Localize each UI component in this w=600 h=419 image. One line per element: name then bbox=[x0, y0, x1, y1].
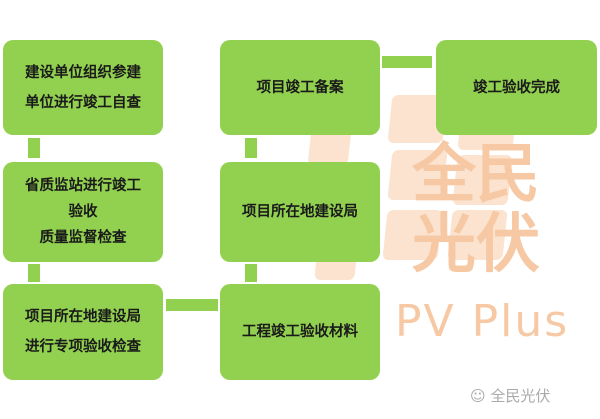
step-acceptance-complete: 竣工验收完成 bbox=[436, 40, 597, 135]
step-self-inspection: 建设单位组织参建 单位进行竣工自查 bbox=[3, 40, 163, 135]
box-line: 验收 bbox=[68, 204, 98, 220]
connector bbox=[245, 264, 257, 282]
step-special-inspection: 项目所在地建设局 进行专项验收检查 bbox=[3, 284, 163, 380]
wechat-icon: ☺ bbox=[470, 387, 491, 405]
connector bbox=[382, 56, 432, 68]
connector bbox=[28, 138, 40, 158]
step-acceptance-materials: 工程竣工验收材料 bbox=[220, 284, 380, 380]
watermark-cn: 全民光伏 bbox=[412, 138, 540, 282]
box-line: 建设单位组织参建 bbox=[25, 64, 141, 81]
connector bbox=[28, 264, 40, 282]
box-line: 省质监站进行竣工 bbox=[25, 178, 141, 194]
connector bbox=[245, 138, 257, 158]
step-local-bureau: 项目所在地建设局 bbox=[220, 162, 380, 262]
box-line: 工程竣工验收材料 bbox=[242, 324, 358, 340]
step-quality-supervision: 省质监站进行竣工 验收 质量监督检查 bbox=[3, 162, 163, 262]
watermark-en: PV Plus bbox=[395, 296, 570, 347]
box-line: 项目所在地建设局 bbox=[25, 309, 141, 325]
box-line: 项目所在地建设局 bbox=[242, 204, 358, 220]
watermark-wechat: ☺ 全民光伏 bbox=[470, 386, 550, 406]
wechat-account: 全民光伏 bbox=[490, 387, 551, 405]
box-line: 进行专项验收检查 bbox=[25, 339, 141, 355]
box-line: 项目竣工备案 bbox=[256, 79, 344, 96]
connector bbox=[166, 299, 218, 311]
box-line: 竣工验收完成 bbox=[473, 79, 560, 96]
box-line: 质量监督检查 bbox=[39, 230, 127, 246]
box-line: 单位进行竣工自查 bbox=[25, 94, 141, 111]
step-record-filing: 项目竣工备案 bbox=[220, 40, 380, 135]
